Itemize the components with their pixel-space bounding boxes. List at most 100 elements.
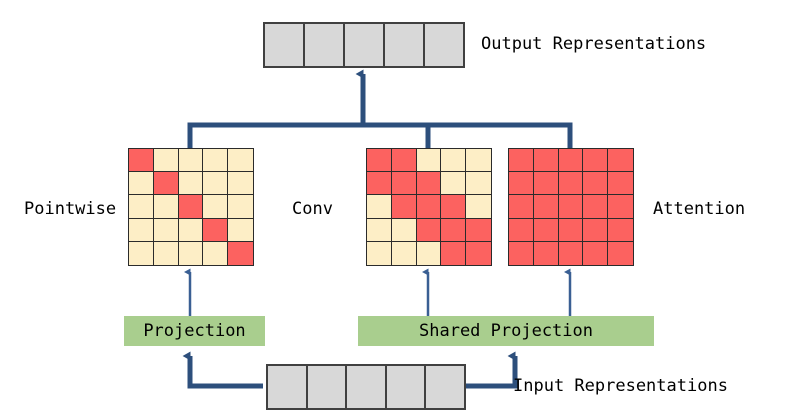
matrix-cell [228,149,253,173]
matrix-cell [558,241,584,265]
matrix-cell [466,195,491,219]
matrix-cell [441,218,467,242]
matrix-cell [533,218,559,242]
matrix-cell [153,195,179,219]
matrix-cell [533,149,559,173]
matrix-cell [583,218,609,242]
matrix-cell [391,149,417,173]
input-token-cell [386,366,427,408]
matrix-cell [178,241,204,265]
input-token-cell [268,366,308,408]
output-representations-label: Output Representations [481,34,707,54]
matrix-cell [509,195,534,219]
input-token-cell [347,366,387,408]
matrix-cell [228,218,253,242]
matrix-cell [203,218,229,242]
matrix-cell [533,172,559,196]
matrix-cell [416,149,442,173]
matrix-cell [416,241,442,265]
matrix-cell [178,172,204,196]
pointwise-matrix [128,148,254,266]
shared-projection-box[interactable]: Shared Projection [358,316,654,346]
matrix-cell [153,218,179,242]
matrix-cell [203,172,229,196]
matrix-cell [228,195,253,219]
matrix-cell [391,195,417,219]
attention-label: Attention [653,199,746,219]
matrix-cell [441,149,467,173]
output-token-cell [345,24,385,66]
matrix-cell [228,172,253,196]
matrix-cell [466,218,491,242]
matrix-cell [416,172,442,196]
conv-matrix [366,148,492,266]
matrix-cell [509,149,534,173]
conv-label: Conv [292,199,333,219]
attention-matrix [508,148,634,266]
input-token-cell [426,366,464,408]
matrix-cell [583,241,609,265]
matrix-cell [558,172,584,196]
matrix-cell [466,149,491,173]
projection-box[interactable]: Projection [124,316,265,346]
matrix-cell [178,149,204,173]
matrix-cell [509,172,534,196]
matrix-cell [583,172,609,196]
input-representations-row [266,364,466,410]
matrix-cell [129,218,154,242]
matrix-cell [367,218,392,242]
output-representations-row [263,22,465,68]
matrix-cell [367,195,392,219]
matrix-cell [558,149,584,173]
matrix-cell [391,218,417,242]
matrix-cell [441,172,467,196]
matrix-cell [509,218,534,242]
matrix-cell [367,241,392,265]
input-representations-label: Input Representations [513,376,728,396]
merge-to-output-edge [187,69,573,148]
matrix-cell [558,195,584,219]
input-to-shared-projection-edge [466,351,518,389]
matrix-cell [178,195,204,219]
matrix-cell [153,149,179,173]
matrix-cell [509,241,534,265]
matrix-cell [608,218,633,242]
matrix-cell [129,172,154,196]
output-token-cell [265,24,305,66]
matrix-cell [203,241,229,265]
output-token-cell [385,24,425,66]
matrix-cell [533,241,559,265]
matrix-cell [466,241,491,265]
matrix-cell [367,149,392,173]
output-token-cell [425,24,463,66]
matrix-cell [391,241,417,265]
matrix-cell [153,172,179,196]
input-token-cell [307,366,348,408]
matrix-cell [367,172,392,196]
matrix-cell [608,195,633,219]
matrix-cell [608,241,633,265]
matrix-cell [416,195,442,219]
pointwise-label: Pointwise [24,199,117,219]
matrix-cell [129,195,154,219]
matrix-cell [416,218,442,242]
matrix-cell [178,218,204,242]
matrix-cell [533,195,559,219]
matrix-cell [228,241,253,265]
matrix-cell [608,172,633,196]
matrix-cell [153,241,179,265]
matrix-cell [608,149,633,173]
input-to-projection-edge [182,351,263,389]
matrix-cell [391,172,417,196]
matrix-cell [441,195,467,219]
matrix-cell [583,149,609,173]
output-token-cell [305,24,345,66]
matrix-cell [466,172,491,196]
matrix-cell [129,241,154,265]
matrix-cell [129,149,154,173]
matrix-cell [203,195,229,219]
matrix-cell [441,241,467,265]
matrix-cell [558,218,584,242]
matrix-cell [583,195,609,219]
